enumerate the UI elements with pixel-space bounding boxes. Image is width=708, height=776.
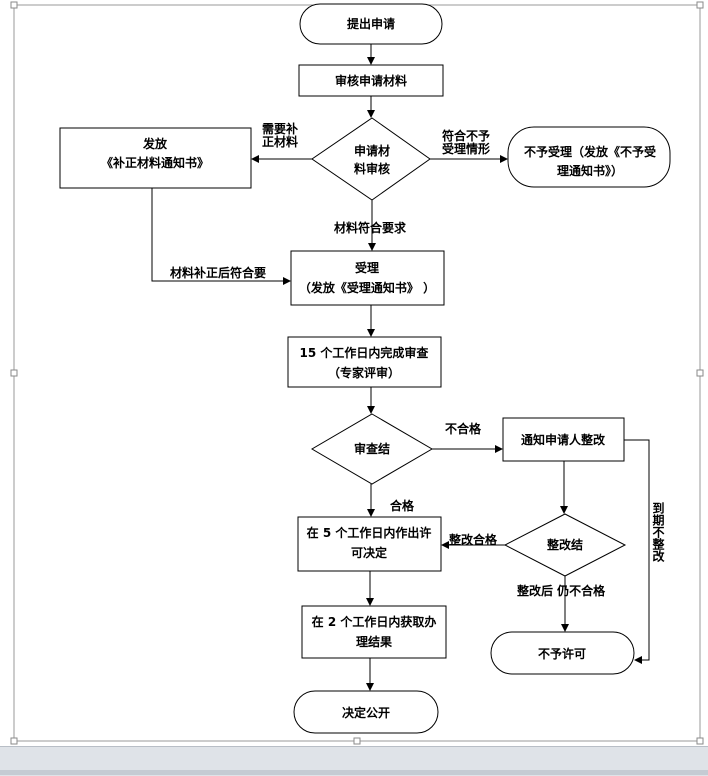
node-decision-5-label-line2: 可决定 bbox=[351, 545, 387, 560]
node-decision-5-days bbox=[297, 516, 442, 572]
node-obtain-2-label-line1: 在 2 个工作日内获取办 bbox=[312, 614, 437, 629]
node-decision-5-label-line1: 在 5 个工作日内作出许 bbox=[307, 525, 432, 540]
edge-label-not-meet-line1: 符合不予 bbox=[442, 128, 490, 143]
node-issue-label-line1: 发放 bbox=[142, 136, 168, 151]
resize-handle-middle-right[interactable] bbox=[696, 369, 704, 377]
resize-handle-top-right[interactable] bbox=[696, 1, 704, 9]
edge-label-need-fix-line1: 需要补 bbox=[262, 121, 298, 136]
node-review-15-label-line1: 15 个工作日内完成审查 bbox=[300, 345, 430, 360]
node-reject-label-line2: 理通知书》） bbox=[557, 163, 623, 178]
node-publish-decision bbox=[293, 690, 439, 734]
edge-label-need-fix-line2: 正材料 bbox=[262, 134, 298, 149]
edge-label-pass: 合格 bbox=[390, 498, 415, 513]
node-issue-supplement-notice bbox=[59, 127, 252, 189]
node-reject-acceptance bbox=[507, 126, 671, 188]
edge-label-fix-still-fail: 整改后 仍不合格 bbox=[516, 583, 606, 598]
edge-label-fix-pass: 整改合格 bbox=[448, 532, 498, 547]
node-publish-label: 决定公开 bbox=[342, 705, 390, 720]
node-review-materials-label: 审核申请材料 bbox=[335, 73, 407, 88]
edge-label-not-meet-line2: 受理情形 bbox=[442, 141, 490, 156]
resize-handle-bottom-left[interactable] bbox=[10, 737, 18, 745]
decision-review-result bbox=[311, 413, 433, 485]
node-review-materials bbox=[298, 64, 444, 97]
edge-deadline-no-fix bbox=[624, 439, 650, 664]
resize-handle-top-left[interactable] bbox=[10, 1, 18, 9]
node-notify-rectify-label: 通知申请人整改 bbox=[521, 432, 606, 447]
flowchart-canvas: 提出申请 审核申请材料 发放 《补正材料通知书》 申请材 料审核 不予受理（发放… bbox=[10, 1, 704, 745]
node-review-15-label-line2: （专家评审） bbox=[328, 365, 400, 380]
node-reject-label-line1: 不予受理（发放《不予受 bbox=[524, 144, 656, 159]
bottom-scroll-strip bbox=[0, 770, 708, 775]
resize-handle-bottom-center[interactable] bbox=[353, 737, 361, 745]
decision-material-review bbox=[311, 117, 431, 201]
resize-handle-bottom-right[interactable] bbox=[696, 737, 704, 745]
decision-rectify-result-label: 整改结 bbox=[546, 537, 583, 552]
edge-label-meets-requirements: 材料符合要求 bbox=[333, 220, 407, 235]
node-accept-label-line1: 受理 bbox=[355, 260, 379, 275]
node-submit-label: 提出申请 bbox=[347, 16, 395, 31]
node-deny-permit bbox=[490, 631, 635, 675]
node-notify-rectify bbox=[502, 417, 625, 462]
decision-material-review-line2: 料审核 bbox=[354, 161, 390, 176]
node-issue-label-line2: 《补正材料通知书》 bbox=[101, 155, 209, 170]
node-deny-permit-label: 不予许可 bbox=[538, 646, 586, 661]
node-obtain-2-label-line2: 理结果 bbox=[356, 634, 392, 649]
decision-material-review-line1: 申请材 bbox=[354, 143, 390, 158]
edge-label-after-fix-meets: 材料补正后符合要 bbox=[169, 265, 266, 280]
decision-review-result-label: 审查结 bbox=[354, 441, 390, 456]
node-review-15-days bbox=[287, 336, 442, 388]
edge-label-deadline-no-fix: 到期不整改 bbox=[651, 501, 665, 563]
resize-handle-middle-left[interactable] bbox=[10, 369, 18, 377]
node-accept-label-line2: （发放《受理通知书》 ） bbox=[299, 280, 435, 295]
node-obtain-result-2-days bbox=[301, 605, 447, 659]
node-accept bbox=[290, 250, 445, 306]
edge-label-fail: 不合格 bbox=[445, 421, 482, 436]
edge-issue-to-accept bbox=[151, 188, 291, 285]
